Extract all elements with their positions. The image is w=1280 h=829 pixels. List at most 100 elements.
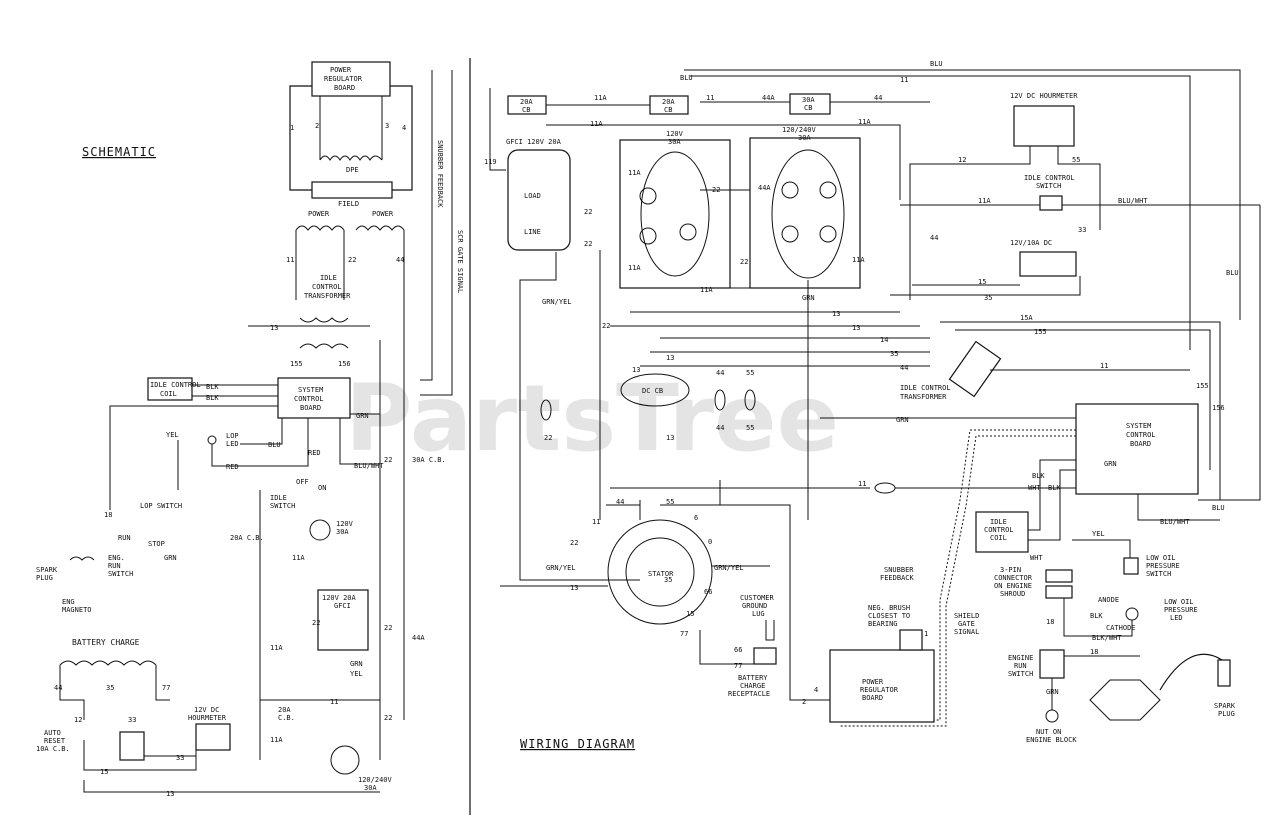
wd-bluwht: BLU/WHT — [1118, 197, 1148, 205]
wd-connector-22 — [540, 399, 552, 421]
wd-w4: 4 — [814, 686, 818, 694]
sch-w77-batt — [155, 665, 170, 701]
wd-scb-1: SYSTEM — [1126, 422, 1151, 430]
sch-w155: 155 — [290, 360, 303, 368]
wd-w18: 18 — [1090, 648, 1098, 656]
wd-battery-receptacle — [753, 647, 777, 665]
wd-w155-wire — [955, 329, 1211, 470]
wd-w22-gfci2: 22 — [584, 240, 592, 248]
sch-cb20b-1: 20A — [278, 706, 291, 714]
wd-dc-cb — [620, 373, 690, 407]
sch-w44a: 44A — [412, 634, 425, 642]
wd-240v-term2 — [819, 181, 837, 199]
wd-prb-2: REGULATOR — [860, 686, 899, 694]
sch-ers-2: RUN — [108, 562, 121, 570]
wd-stator-inner — [625, 537, 695, 607]
sch-w18: 18 — [104, 511, 112, 519]
wd-lug-1: CUSTOMER — [740, 594, 775, 602]
wd-12v-receptacle — [1019, 251, 1077, 277]
sch-bluwht: BLU/WHT — [354, 462, 384, 470]
wd-idle-coil — [975, 511, 1029, 553]
wd-blu-sys — [1198, 205, 1261, 501]
wd-w55d: 55 — [746, 424, 754, 432]
sch-idle-xfmr-1: IDLE — [320, 274, 337, 282]
wd-low-oil-led — [1125, 607, 1139, 621]
wd-sp-2: PLUG — [1218, 710, 1235, 718]
wd-brush-1: NEG. BRUSH — [868, 604, 910, 612]
wd-br-1: BATTERY — [738, 674, 768, 682]
wd-w13c: 13 — [632, 366, 640, 374]
wd-shield-cable — [840, 429, 1076, 721]
wd-snubber-1: SNUBBER — [884, 566, 914, 574]
wd-gate-2: GATE — [958, 620, 975, 628]
wd-w44-vert: 44 — [930, 234, 938, 242]
wd-los-3: SWITCH — [1146, 570, 1171, 578]
sch-gfci-2: GFCI — [334, 602, 351, 610]
sch-prb-line2: REGULATOR — [324, 75, 363, 83]
wd-3pin-top — [1045, 569, 1073, 583]
sch-gate-wire — [420, 70, 453, 396]
wd-w55: 55 — [1072, 156, 1080, 164]
wd-w2: 2 — [802, 698, 806, 706]
wd-scb-2: CONTROL — [1126, 431, 1156, 439]
sch-w22e: 22 — [384, 714, 392, 722]
sch-power-winding-left — [295, 225, 345, 231]
wd-w66: 66 — [704, 588, 712, 596]
wd-idle-switch-2: SWITCH — [1036, 182, 1061, 190]
wd-idle-switch-1: IDLE CONTROL — [1024, 174, 1075, 182]
sch-lop-switch: LOP SWITCH — [140, 502, 182, 510]
sch-scb-2: CONTROL — [294, 395, 324, 403]
wd-ic-3: COIL — [990, 534, 1007, 542]
sch-auto-1: AUTO — [44, 729, 61, 737]
wd-anode: ANODE — [1098, 596, 1119, 604]
wd-w11a-bottom-lbl: 11A — [700, 286, 713, 294]
wd-3pin-4: SHROUD — [1000, 590, 1025, 598]
wd-w15-st: 15 — [686, 610, 694, 618]
wd-w35: 35 — [984, 294, 992, 302]
sch-w11a-c: 11A — [270, 736, 283, 744]
wd-w55-wire — [1057, 146, 1101, 230]
sch-r240-2: 30A — [364, 784, 377, 792]
wd-gate-1: SHIELD — [954, 612, 979, 620]
wd-lol-1: LOW OIL — [1164, 598, 1194, 606]
sch-cb30: 30A C.B. — [412, 456, 446, 464]
wd-system-control-board — [1075, 403, 1199, 495]
wd-blu-top: BLU — [930, 60, 943, 68]
wd-nut-1: NUT ON — [1036, 728, 1061, 736]
sch-auto-3: 10A C.B. — [36, 745, 70, 753]
wd-connector-44 — [714, 389, 726, 411]
wd-idle-xfmr-2: TRANSFORMER — [900, 393, 947, 401]
sch-r120-2: 30A — [336, 528, 349, 536]
wd-stator-lbl: STATOR — [648, 570, 674, 578]
sch-cb20: 20A C.B. — [230, 534, 264, 542]
wd-w11a-rec: 11A — [628, 169, 641, 177]
sch-w2: 2 — [315, 122, 319, 130]
wd-lug-3: LUG — [752, 610, 765, 618]
wd-lol-3: LED — [1170, 614, 1183, 622]
wd-blk-wire2 — [1028, 469, 1076, 541]
sch-mag-1: ENG — [62, 598, 75, 606]
sch-idle-xfmr-coil — [299, 317, 349, 323]
wd-scb-grn: GRN — [1104, 460, 1117, 468]
wd-dc-cb-lbl: DC CB — [642, 387, 663, 395]
sch-power-regulator-board — [311, 61, 391, 97]
wd-w44-top-lbl: 44 — [874, 94, 882, 102]
sch-spark-2: PLUG — [36, 574, 53, 582]
wd-blk1: BLK — [1032, 472, 1045, 480]
wd-cb30-2: CB — [804, 104, 812, 112]
wd-w11a-rec3: 11A — [852, 256, 865, 264]
sch-snubber-wire — [420, 70, 433, 381]
sch-rectifier — [119, 731, 145, 761]
wd-r120-2: 30A — [668, 138, 681, 146]
wd-wht2: WHT — [1030, 554, 1043, 562]
wd-240v-receptacle-panel — [749, 137, 861, 289]
wd-w13b: 13 — [852, 324, 860, 332]
sch-power-left: POWER — [308, 210, 330, 218]
sch-w77: 77 — [162, 684, 170, 692]
sch-w44: 44 — [396, 256, 404, 264]
wd-connector-55 — [744, 389, 756, 411]
wd-idle-xfmr — [948, 340, 1002, 398]
wd-3pin-2: CONNECTOR — [994, 574, 1033, 582]
wd-w11-mid-lbl: 11 — [706, 94, 714, 102]
